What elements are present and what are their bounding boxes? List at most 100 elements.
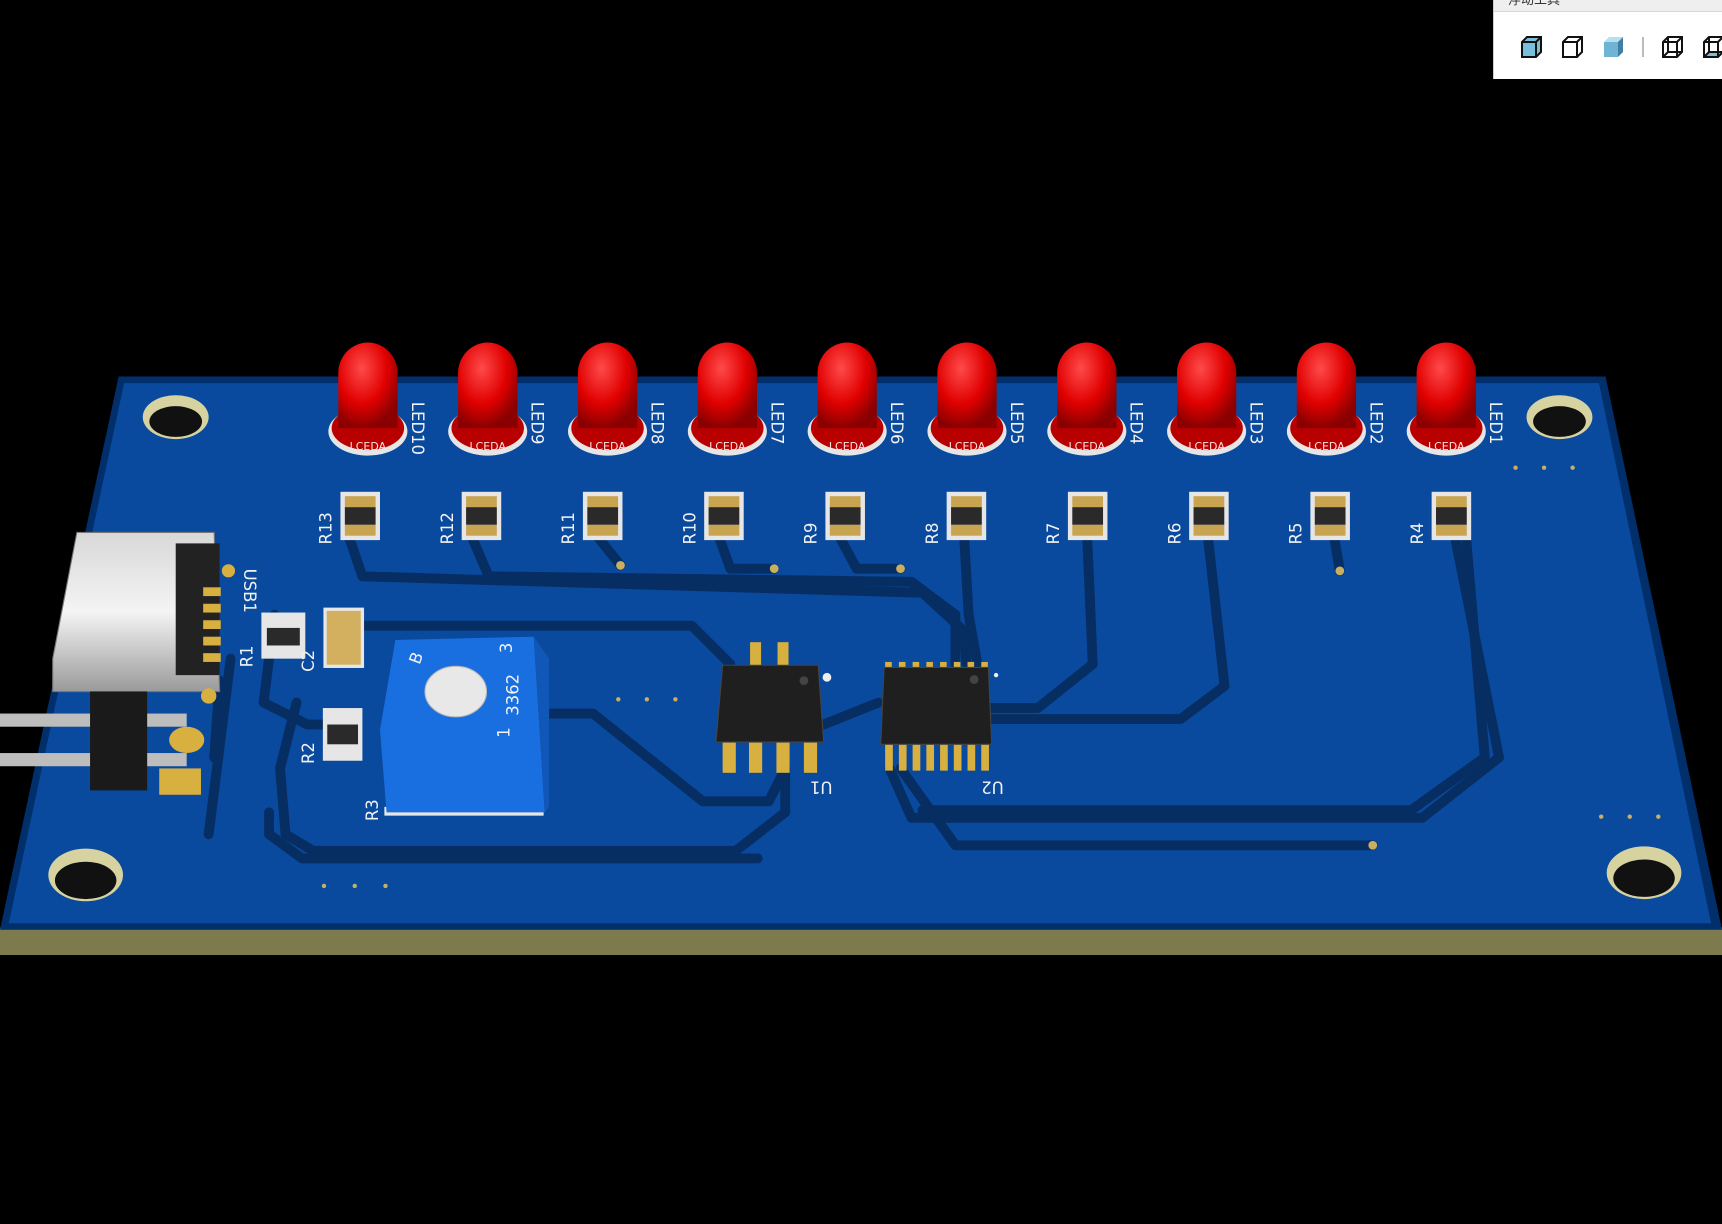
view-shaded-button[interactable]	[1594, 32, 1635, 62]
led-led3[interactable]: LCEDA LED3	[1167, 342, 1266, 456]
led-label: LED2	[1366, 402, 1385, 445]
led-label: LED6	[887, 402, 906, 445]
resistor-pad	[587, 496, 619, 508]
resistor-pad	[1072, 524, 1104, 536]
view-wireframe-bottom-button[interactable]	[1693, 32, 1722, 62]
led-dome	[577, 342, 638, 429]
u2-pin	[912, 742, 921, 771]
resistor-r9[interactable]: R9	[802, 491, 865, 545]
resistor-pad	[466, 496, 497, 508]
r2-resistor[interactable]: R2	[299, 708, 363, 764]
pin-header[interactable]	[0, 691, 205, 795]
resistor-r5[interactable]: R5	[1287, 491, 1350, 545]
r1-label: R1	[238, 646, 257, 668]
led-marking: LCEDA	[709, 440, 746, 453]
resistor-element	[708, 507, 740, 525]
led-dome	[697, 342, 757, 429]
led-label: LED10	[408, 402, 427, 455]
resistor-label: R6	[1165, 523, 1184, 545]
resistor-pad	[1314, 524, 1346, 536]
copper-traces	[203, 465, 1661, 889]
u2-pin	[967, 661, 975, 671]
pot-pin3: 3	[497, 643, 516, 653]
led-label: LED7	[767, 402, 786, 445]
u2-pin	[953, 661, 961, 671]
led-marking: LCEDA	[589, 440, 626, 453]
resistor-element	[587, 507, 619, 525]
view-solid-button[interactable]	[1512, 32, 1553, 62]
u2-pin	[981, 742, 989, 771]
resistor-r4[interactable]: R4	[1408, 491, 1472, 545]
resistor-label: R7	[1044, 523, 1063, 545]
r3-potentiometer[interactable]: 3362 B 3 1 R3	[363, 636, 550, 821]
led-dome	[458, 342, 518, 429]
resistor-r8[interactable]: R8	[923, 491, 987, 545]
resistor-r10[interactable]: R10	[680, 491, 744, 545]
resistor-label: R5	[1287, 523, 1306, 545]
resistor-r7[interactable]: R7	[1044, 491, 1108, 545]
resistor-pad	[829, 524, 861, 536]
u2-pin	[953, 742, 962, 771]
r1-resistor[interactable]: R1	[238, 612, 306, 668]
resistor-r6[interactable]: R6	[1165, 491, 1229, 545]
u2-ic[interactable]: U2	[880, 661, 1004, 797]
resistor-pad	[587, 524, 619, 536]
resistor-label: R12	[438, 512, 457, 544]
resistor-label: R10	[680, 512, 699, 544]
led-led7[interactable]: LCEDA LED7	[687, 342, 786, 456]
led-led8[interactable]: LCEDA LED8	[567, 342, 666, 456]
resistor-r11[interactable]: R11	[559, 491, 623, 545]
led-marking: LCEDA	[1069, 440, 1106, 453]
led-marking: LCEDA	[949, 440, 986, 453]
led-dome	[1416, 342, 1476, 429]
resistor-row: R13 R12 R11 R10 R9 R8 R7 R6 R5 R4	[317, 491, 1472, 545]
view-outline-button[interactable]	[1553, 32, 1594, 62]
resistor-pad	[708, 524, 740, 536]
resistor-pad	[344, 496, 376, 508]
toolbar-separator	[1642, 37, 1645, 57]
u1-label: U1	[810, 778, 833, 797]
resistor-pad	[1072, 496, 1104, 508]
resistor-pad	[708, 496, 740, 508]
u2-pin	[926, 742, 935, 771]
resistor-pad	[951, 496, 982, 508]
led-marking: LCEDA	[1188, 440, 1225, 453]
led-label: LED8	[647, 402, 666, 445]
resistor-label: R9	[802, 523, 821, 545]
u2-pin	[885, 742, 893, 771]
floating-toolbar: 浮动工具	[1493, 0, 1722, 79]
u2-pin	[912, 661, 920, 671]
resistor-r13[interactable]: R13	[317, 491, 380, 545]
resistor-element	[829, 507, 861, 525]
led-dome	[338, 342, 398, 429]
u2-pin	[940, 742, 948, 771]
resistor-pad	[1436, 496, 1467, 508]
led-dome	[937, 342, 997, 429]
floating-toolbar-title: 浮动工具	[1494, 0, 1722, 12]
usb-label: USB1	[240, 569, 259, 613]
resistor-element	[951, 507, 982, 525]
led-label: LED3	[1247, 402, 1266, 445]
resistor-label: R8	[923, 523, 942, 545]
u1-ic[interactable]: U1	[715, 642, 833, 797]
resistor-pad	[1193, 496, 1225, 508]
resistor-label: R13	[317, 512, 336, 544]
resistor-element	[344, 507, 376, 525]
u2-label: U2	[981, 778, 1004, 797]
c2-label: C2	[299, 650, 318, 672]
resistor-r12[interactable]: R12	[438, 491, 502, 545]
view-wireframe-button[interactable]	[1652, 32, 1693, 62]
c2-capacitor[interactable]: C2	[299, 607, 365, 672]
u2-pin	[926, 661, 933, 671]
board-substrate-edge	[0, 927, 1722, 956]
outline-cube-icon	[1562, 36, 1584, 58]
